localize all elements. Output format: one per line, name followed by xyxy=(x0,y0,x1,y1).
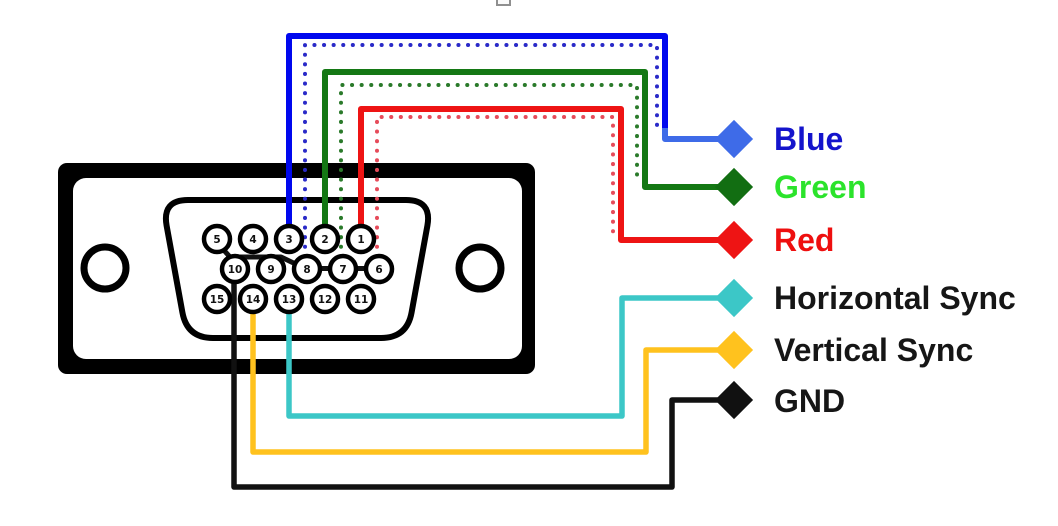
legend-label-red: Red xyxy=(774,222,834,258)
mounting-hole-right xyxy=(455,243,505,293)
pin-7-number: 7 xyxy=(339,264,346,276)
vertical-sync-diamond xyxy=(714,330,754,370)
legend-label-green: Green xyxy=(774,169,866,205)
legend-label-blue: Blue xyxy=(774,121,843,157)
red-diamond xyxy=(714,220,754,260)
pin-11-number: 11 xyxy=(354,294,369,306)
horizontal-sync-wire xyxy=(286,295,718,419)
pin-13-circle xyxy=(273,283,305,315)
pin-14-circle xyxy=(237,283,269,315)
pin-1-circle xyxy=(345,223,377,255)
pin-2-number: 2 xyxy=(321,234,328,246)
pin-3-circle xyxy=(273,223,305,255)
green-diamond xyxy=(714,167,754,207)
pin-9-circle xyxy=(255,253,287,285)
legend: Blue Green Red Horizontal Sync Vertical … xyxy=(714,119,1016,420)
pin-3-number: 3 xyxy=(285,234,292,246)
legend-label-vertical-sync: Vertical Sync xyxy=(774,332,973,368)
pin-1-number: 1 xyxy=(357,234,364,246)
blue-diamond xyxy=(714,119,754,159)
pin-11-circle xyxy=(345,283,377,315)
pin-12-number: 12 xyxy=(318,294,333,306)
pin-2-circle xyxy=(309,223,341,255)
mounting-hole-left xyxy=(80,243,130,293)
pin-9-number: 9 xyxy=(267,264,274,276)
pin-8-circle xyxy=(291,253,323,285)
pin-7-circle xyxy=(327,253,359,285)
legend-label-gnd: GND xyxy=(774,383,845,419)
pin-12-circle xyxy=(309,283,341,315)
red-dotted-wire xyxy=(375,115,615,268)
blue-wire-tail xyxy=(662,128,718,142)
blue-wire xyxy=(286,33,668,239)
pin-5-number: 5 xyxy=(213,234,220,246)
pin-4-number: 4 xyxy=(249,234,256,246)
horizontal-sync-diamond xyxy=(714,278,754,318)
pin-6-number: 6 xyxy=(375,264,382,276)
green-wire xyxy=(322,69,718,239)
pin-15-number: 15 xyxy=(210,294,225,306)
gnd-wire xyxy=(231,270,718,490)
blue-dotted-wire xyxy=(303,43,659,268)
gnd-diamond xyxy=(714,380,754,420)
pin-field: 5 4 3 2 1 10 9 8 7 6 15 14 13 12 11 xyxy=(201,223,395,315)
red-wire xyxy=(358,106,718,243)
cropped-artifact xyxy=(496,0,511,6)
pin-8-number: 8 xyxy=(303,264,310,276)
pin-15-circle xyxy=(201,283,233,315)
pin-6-circle xyxy=(363,253,395,285)
pin-4-circle xyxy=(237,223,269,255)
vertical-sync-wire xyxy=(250,300,718,455)
pin-10-circle xyxy=(219,253,251,285)
pin-13-number: 13 xyxy=(282,294,297,306)
pin-5-circle xyxy=(201,223,233,255)
pin-14-number: 14 xyxy=(246,294,261,306)
legend-label-horizontal-sync: Horizontal Sync xyxy=(774,280,1016,316)
pin-10-number: 10 xyxy=(228,264,243,276)
